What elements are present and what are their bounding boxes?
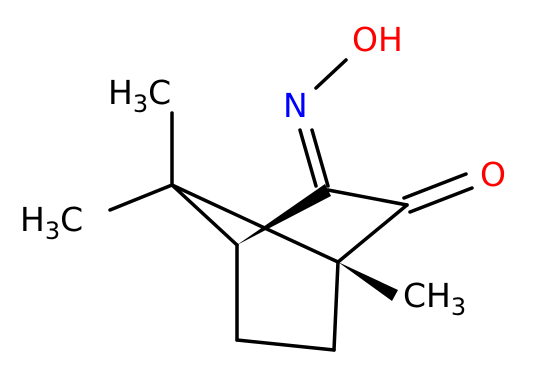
methyl-top-left-c: C xyxy=(148,73,171,112)
nitrogen-label: N xyxy=(283,86,308,125)
methyl-bridgehead-label: CH3 xyxy=(403,276,466,321)
methyl-left-c: C xyxy=(60,200,83,239)
bond-c6-c5 xyxy=(235,338,336,352)
bond-c7-c1 xyxy=(170,183,239,247)
bond-c2-n-a xyxy=(298,128,318,188)
bond-c2-n-b xyxy=(310,128,330,188)
bond-c7-methyl-left xyxy=(108,183,174,212)
bond-n-o xyxy=(314,58,348,90)
atom-labels: OH N O H3C H3C CH3 xyxy=(20,20,506,321)
bond-c7-c4 xyxy=(170,183,340,264)
methyl-top-left-sub: 3 xyxy=(133,90,148,118)
methyl-left-sub: 3 xyxy=(45,217,60,245)
methyl-top-left-label: H3C xyxy=(108,73,171,118)
methyl-bridgehead-sub: 3 xyxy=(451,293,466,321)
hydroxyl-label: OH xyxy=(352,20,403,59)
bond-c5-c4 xyxy=(332,260,340,352)
methyl-top-left-h: H xyxy=(108,73,133,112)
bond-c4-c3 xyxy=(336,203,409,264)
methyl-bridgehead-ch: CH xyxy=(403,276,451,315)
wedge-c1-c2 xyxy=(237,184,331,245)
methyl-left-label: H3C xyxy=(20,200,83,245)
bond-c3-c2 xyxy=(326,188,409,207)
bond-c3-o-b xyxy=(408,186,474,214)
bond-c3-o-a xyxy=(402,172,468,200)
ketone-oxygen-label: O xyxy=(480,155,506,194)
bond-layer xyxy=(108,58,474,352)
wedge-c4-methyl xyxy=(338,262,398,301)
methyl-left-h: H xyxy=(20,200,45,239)
